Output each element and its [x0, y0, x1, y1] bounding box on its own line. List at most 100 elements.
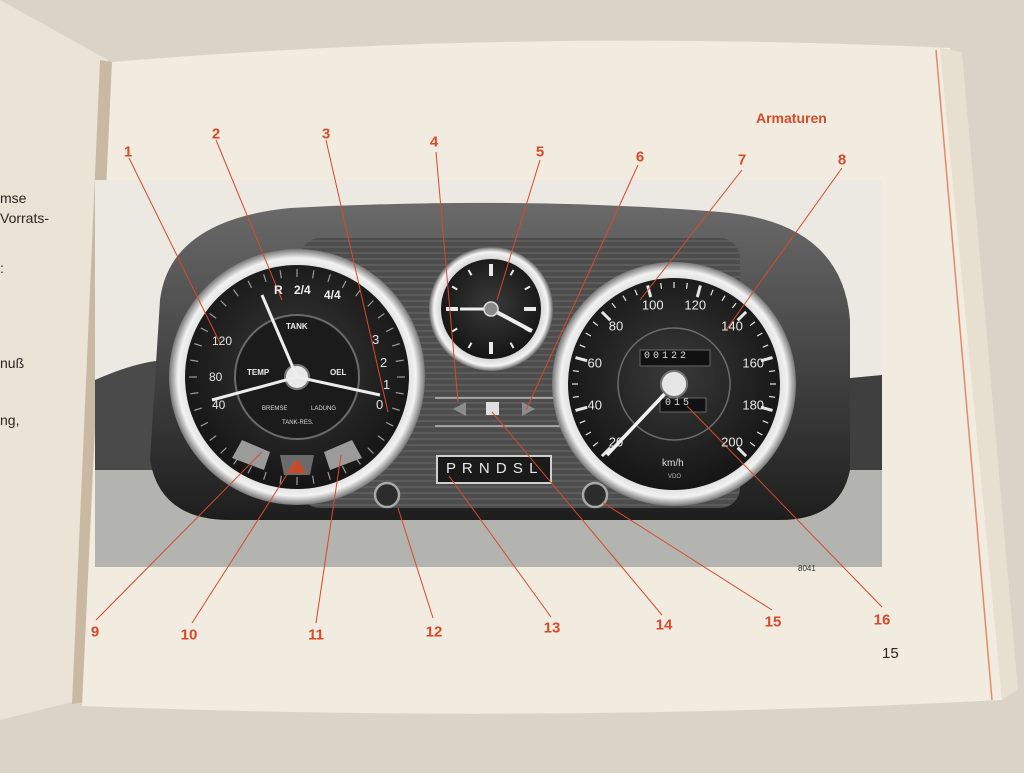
turn-signal-right-icon — [522, 402, 535, 416]
fuel-label-reserve: R — [274, 283, 283, 297]
fuel-label-half: 2/4 — [294, 283, 311, 297]
speed-scale-label: 120 — [684, 297, 707, 313]
fuel-label-full: 4/4 — [324, 288, 341, 302]
speed-tick — [579, 420, 586, 424]
turn-signal-left-icon — [453, 402, 466, 416]
speed-tick — [611, 302, 617, 309]
speed-tick — [622, 295, 627, 302]
speed-tick — [721, 295, 726, 302]
callout-number: 12 — [425, 623, 443, 641]
warning-lamp-left — [232, 440, 270, 470]
page-edges — [940, 48, 1018, 700]
speed-tick — [660, 282, 663, 289]
callout-number: 16 — [873, 611, 891, 629]
gear-indicator-text: P R N D S L — [446, 460, 539, 477]
speed-tick — [756, 431, 763, 436]
speed-tick — [572, 395, 579, 398]
tank-label: TANK — [286, 322, 308, 331]
clock-tick — [451, 327, 458, 333]
speed-tick — [634, 289, 638, 296]
oil-label: 3 — [372, 332, 380, 347]
speed-scale-label: 200 — [721, 434, 743, 450]
gauge-tick — [341, 280, 347, 289]
left-page-fragment: ng, — [0, 412, 20, 428]
gauge-tick — [194, 407, 203, 411]
warning-triangle-icon — [288, 459, 306, 473]
speed-tick — [736, 446, 748, 458]
gauge-tick — [385, 421, 394, 427]
speed-tick — [585, 431, 592, 436]
left-page-fragment: : — [0, 260, 4, 276]
speed-scale-label: 100 — [641, 297, 664, 313]
gauge-tick — [247, 465, 253, 474]
callout-number: 11 — [308, 626, 324, 644]
oil-label: 0 — [376, 397, 384, 412]
temp-label: 120 — [212, 334, 233, 348]
speed-scale-label: 40 — [587, 397, 603, 413]
speed-tick — [685, 282, 688, 289]
gauge-tick — [279, 270, 282, 279]
gauge-tick — [209, 435, 217, 441]
speed-tick — [579, 344, 586, 348]
brake-label: BREMSE — [262, 406, 288, 412]
speed-tick — [695, 285, 702, 298]
gauge-tick — [247, 280, 253, 289]
speed-tick — [756, 332, 763, 337]
gauge-tick — [190, 359, 199, 362]
callout-number: 13 — [543, 619, 561, 637]
speed-tick — [575, 356, 588, 363]
gauge-tick — [327, 471, 331, 480]
page-heading: Armaturen — [756, 110, 827, 126]
speedometer-hub — [660, 370, 688, 398]
high-beam-lamp — [486, 402, 499, 415]
speed-tick — [731, 302, 737, 309]
odometer-window — [639, 349, 711, 367]
speed-scale-label: 80 — [608, 318, 624, 334]
page-number: 15 — [882, 645, 899, 662]
speed-tick — [600, 310, 612, 322]
clock-tick — [524, 285, 531, 291]
callout-number: 10 — [180, 626, 198, 644]
callout-number: 9 — [90, 623, 100, 641]
gauge-tick — [233, 289, 239, 297]
speed-scale-label: 160 — [742, 355, 765, 371]
callout-number: 7 — [737, 151, 747, 169]
speed-tick — [736, 310, 748, 322]
speed-tick — [600, 446, 612, 458]
gauge-tick — [209, 313, 217, 319]
speed-tick — [585, 332, 592, 337]
speed-tick — [760, 356, 773, 363]
speed-tick — [769, 370, 776, 373]
speed-tick — [592, 441, 599, 447]
figure-code: 8041 — [798, 564, 816, 573]
temp-center-label: TEMP — [247, 368, 270, 377]
callout-leaders — [95, 139, 883, 624]
speed-tick — [592, 321, 599, 327]
odometer-reading: 00122 — [644, 351, 690, 362]
clock-tick — [451, 285, 458, 291]
speed-tick — [762, 420, 769, 424]
oil-center-label: OEL — [330, 368, 347, 377]
page-margin-rule — [935, 49, 993, 701]
right-adjust-knob — [581, 481, 609, 509]
clock-tick — [467, 269, 473, 276]
clock-tick — [509, 342, 515, 349]
clock — [429, 247, 553, 371]
clock-tick — [509, 269, 515, 276]
callout-number: 1 — [123, 143, 133, 161]
gauge-tick — [395, 359, 404, 362]
combination-gauge — [169, 249, 425, 505]
gauge-tick — [220, 300, 227, 307]
charge-label: LADUNG — [311, 406, 337, 412]
callout-number: 2 — [211, 125, 221, 143]
gauge-tick — [377, 435, 385, 441]
gauge-tick — [367, 447, 374, 454]
left-page-fragment: mse — [0, 190, 27, 206]
callout-number: 15 — [764, 613, 782, 631]
speed-tick — [762, 344, 769, 348]
temp-label: 80 — [209, 370, 223, 384]
callout-number: 8 — [837, 151, 847, 169]
callout-number: 4 — [429, 133, 439, 151]
speed-scale-label: 60 — [587, 355, 603, 371]
